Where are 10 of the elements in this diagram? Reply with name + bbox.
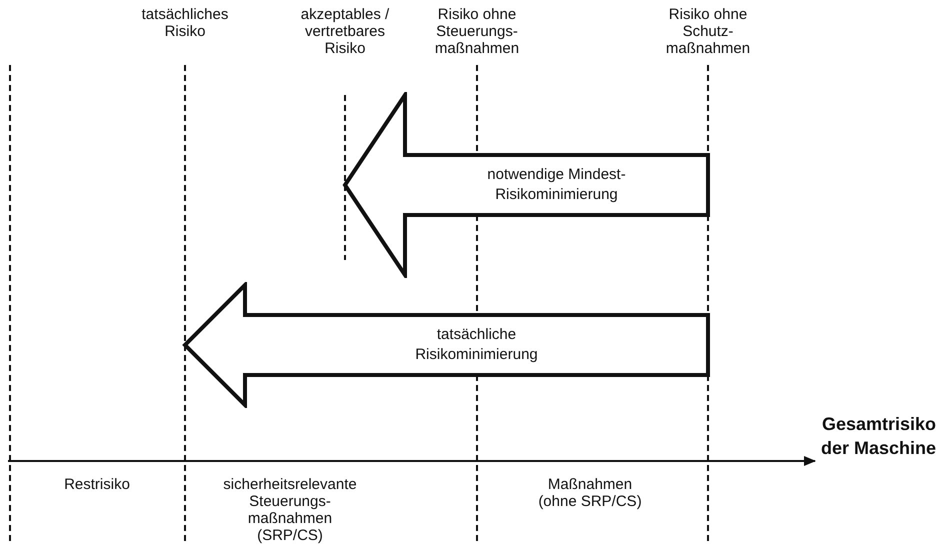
zone-label: Restrisiko <box>63 476 131 493</box>
axis-title: Gesamtrisiko der Maschine <box>820 413 936 460</box>
column-heading: tatsächliches Risiko <box>140 6 230 40</box>
zone-label: Maßnahmen (ohne SRP/CS) <box>537 476 643 510</box>
column-heading: akzeptables / vertretbares Risiko <box>300 6 390 57</box>
arrow-label: tatsächliche Risikominimierung <box>414 325 539 365</box>
zone-label: sicherheitsrelevante Steuerungs- maßnahmen (SRP/CS) <box>222 476 358 544</box>
column-heading: Risiko ohne Steuerungs- maßnahmen <box>434 6 520 57</box>
column-heading: Risiko ohne Schutz- maßnahmen <box>664 6 752 57</box>
arrow-label: notwendige Mindest-Risikominimierung <box>486 165 627 205</box>
